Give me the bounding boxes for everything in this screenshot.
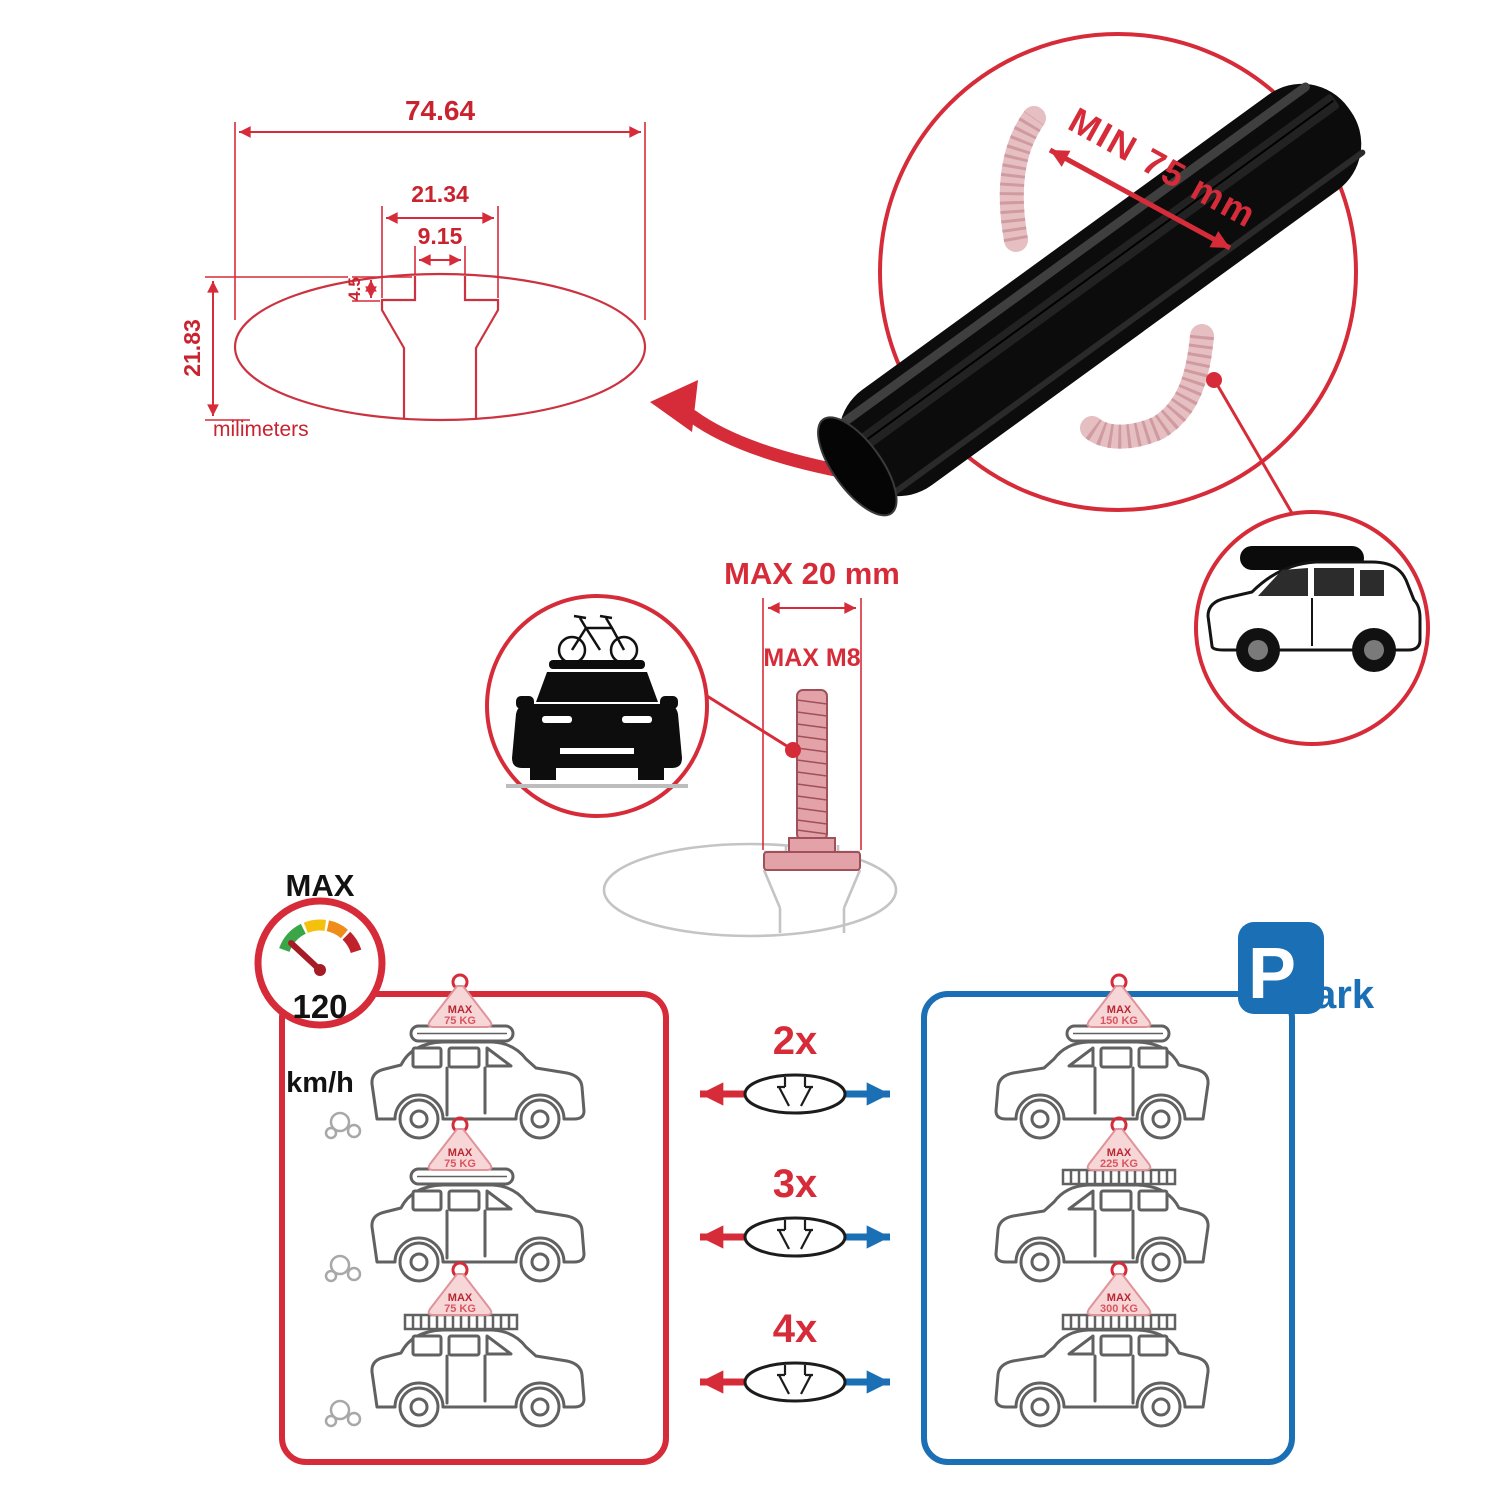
suv-window [1314, 568, 1354, 596]
suv-right [994, 1183, 1210, 1283]
suv-window [1360, 570, 1384, 596]
suv-left [370, 1183, 586, 1283]
bar-profile-icon [743, 1361, 847, 1403]
units-label: milimeters [213, 418, 309, 441]
tag-weight: 225 KG [1100, 1158, 1138, 1170]
suv-right [994, 1040, 1210, 1140]
suv-roofbox-bubble [1194, 510, 1430, 746]
gauge-arcs [279, 919, 362, 954]
suv-hub [1248, 640, 1268, 660]
tag-weight: 75 KG [444, 1303, 476, 1315]
crossbar-detail: MIN 75 mm [817, 32, 1430, 746]
load-tag-left: MAX 75 KG [427, 1116, 493, 1171]
ghost-rail-oval [602, 842, 898, 938]
pointer-dot [1206, 372, 1222, 388]
comparison-row-3: MAX 75 KG 4x MAX 300 KG [324, 1261, 1210, 1428]
park-sign: P ark [1238, 922, 1375, 1017]
multiplier-label: 3x [773, 1162, 818, 1206]
load-tag-right: MAX 150 KG [1086, 973, 1152, 1028]
suv-right [994, 1328, 1210, 1428]
bar-end-cap [817, 416, 898, 517]
bolt-max-thread-label: MAX M8 [763, 644, 860, 672]
speed-unit: km/h [286, 1067, 354, 1099]
driving-box [279, 991, 669, 1465]
exhaust-smoke [324, 1111, 362, 1140]
pointer-line [1216, 385, 1298, 521]
bar-profile-icon [743, 1073, 847, 1115]
headlight [622, 716, 652, 723]
multiplier-label: 2x [773, 1019, 818, 1063]
tag-weight: 75 KG [444, 1015, 476, 1027]
dim-slot-width: 9.15 [418, 223, 463, 249]
bike-car-bubble [485, 594, 709, 818]
tbolt-detail: MAX 20 mm MAX M8 [485, 556, 900, 938]
roof-basket [1061, 1313, 1177, 1331]
gauge-pivot [314, 964, 326, 976]
tag-weight: 150 KG [1100, 1015, 1138, 1027]
roof-basket [1061, 1168, 1177, 1186]
headlight [542, 716, 572, 723]
bolt-max-width-label: MAX 20 mm [724, 556, 900, 591]
profile-t-slot [380, 276, 500, 418]
pointer-arrow-head [650, 380, 698, 432]
tag-max-label: MAX [448, 1004, 473, 1016]
load-tag-left: MAX 75 KG [427, 1261, 493, 1316]
speed-max-label: MAX [286, 868, 355, 903]
profile-dimension-drawing: 74.64 21.34 9.15 4.5 21.83 milimeters [179, 95, 863, 481]
tag-max-label: MAX [1107, 1292, 1132, 1304]
tag-max-label: MAX [1107, 1004, 1132, 1016]
roof-box [409, 1024, 515, 1043]
roof-basket [403, 1313, 519, 1331]
load-tag-right: MAX 300 KG [1086, 1261, 1152, 1316]
comparison-row-2: MAX 75 KG 3x MAX 225 KG [324, 1116, 1210, 1283]
exhaust-smoke [324, 1254, 362, 1283]
min-span-arrow [1048, 147, 1232, 251]
suv-hub [1364, 640, 1384, 660]
detail-circle [878, 32, 1358, 512]
dim-channel-width: 21.34 [411, 181, 469, 207]
bar-profile-icon [743, 1216, 847, 1258]
tbolt [763, 689, 861, 871]
roof-box [409, 1167, 515, 1186]
dim-slot-depth: 4.5 [345, 277, 364, 301]
comparison-row-1: MAX 75 KG 2x MAX 150 KG [324, 973, 1210, 1140]
suv-windshield [1258, 568, 1308, 596]
dim-total-width: 74.64 [405, 95, 475, 126]
tag-max-label: MAX [1107, 1147, 1132, 1159]
tag-max-label: MAX [448, 1147, 473, 1159]
exhaust-smoke [324, 1399, 362, 1428]
multiplier-label: 4x [773, 1307, 818, 1351]
speedometer-circle [254, 897, 386, 1029]
speed-limit-badge: MAX 120 km/h [254, 868, 386, 1099]
tag-weight: 75 KG [444, 1158, 476, 1170]
load-tag-left: MAX 75 KG [427, 973, 493, 1028]
park-sign-p: P [1248, 934, 1296, 1014]
grille [560, 748, 634, 754]
gauge-needle [288, 940, 323, 973]
tag-weight: 300 KG [1100, 1303, 1138, 1315]
comparison-panel: MAX 120 km/h P ark [254, 868, 1375, 1465]
park-sign-suffix: ark [1314, 973, 1375, 1017]
suv-left [370, 1040, 586, 1140]
pointer-line [706, 694, 791, 750]
pointer-dot [785, 742, 801, 758]
load-tag-right: MAX 225 KG [1086, 1116, 1152, 1171]
parking-box [921, 991, 1295, 1465]
roof-box [1065, 1024, 1171, 1043]
speed-value: 120 [292, 988, 347, 1025]
suv-left [370, 1328, 586, 1428]
tag-max-label: MAX [448, 1292, 473, 1304]
profile-oval [233, 272, 647, 422]
dim-total-height: 21.83 [179, 319, 205, 377]
